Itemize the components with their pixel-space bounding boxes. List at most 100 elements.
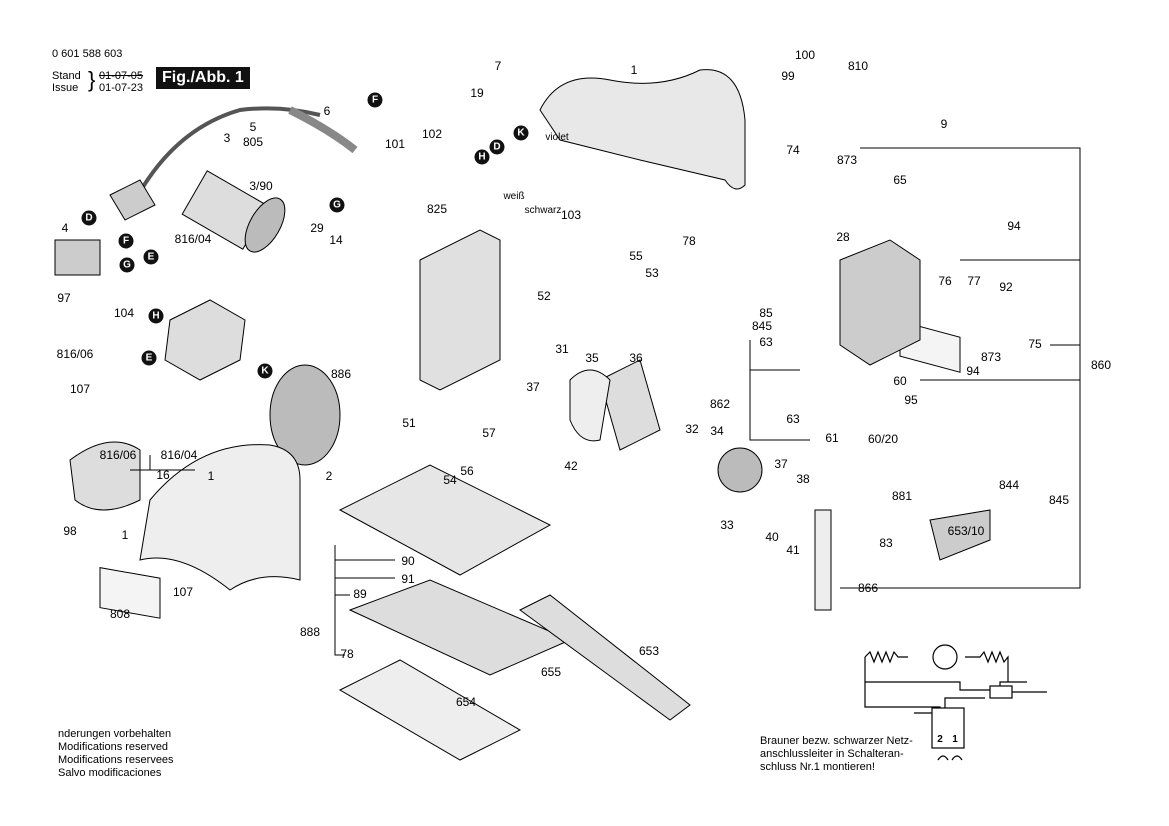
gear-housing <box>419 229 501 391</box>
plunger <box>814 509 832 611</box>
callout-label: 844 <box>998 478 1020 492</box>
base-plate <box>338 464 552 576</box>
switch-terminal-1: 1 <box>952 734 958 745</box>
callout-label: 89 <box>353 587 367 601</box>
callout-label: 825 <box>426 202 448 216</box>
callout-label: 37 <box>774 457 788 471</box>
letter-marker: E <box>143 249 159 265</box>
part-number: 0 601 588 603 <box>52 48 123 60</box>
wiring-note-line: Brauner bezw. schwarzer Netz- <box>760 735 913 747</box>
callout-label: 107 <box>172 585 194 599</box>
callout-label: 6 <box>323 104 331 118</box>
figure-label: Fig./Abb. 1 <box>156 67 250 89</box>
wiring-note: Brauner bezw. schwarzer Netz- anschlussl… <box>760 735 913 774</box>
callout-label: 32 <box>685 422 699 436</box>
callout-label: 51 <box>402 416 416 430</box>
callout-label: 95 <box>904 393 918 407</box>
callout-label: 816/06 <box>99 448 137 462</box>
footer-note: Salvo modificaciones <box>58 767 162 779</box>
wiring-note-line: schluss Nr.1 montieren! <box>760 761 875 773</box>
callout-label: 98 <box>63 524 77 538</box>
callout-label: 14 <box>329 233 343 247</box>
callout-label: 31 <box>555 342 569 356</box>
callout-label: 77 <box>967 274 981 288</box>
callout-label: 886 <box>330 367 352 381</box>
callout-label: 34 <box>710 424 724 438</box>
letter-marker: G <box>119 257 135 273</box>
housing-top <box>539 69 746 190</box>
callout-label: 653/10 <box>947 524 985 538</box>
switch-terminal-2: 2 <box>937 734 943 745</box>
bracket-16 <box>130 455 195 471</box>
footer-note: Modifications reservees <box>58 754 174 766</box>
callout-label: 38 <box>796 472 810 486</box>
brace: } <box>88 67 96 92</box>
wire-label-black: schwarz <box>524 205 562 216</box>
callout-label: 35 <box>585 351 599 365</box>
plate-36 <box>599 359 661 451</box>
bracket-888 <box>334 545 395 656</box>
letter-marker: E <box>141 350 157 366</box>
callout-label: 53 <box>645 266 659 280</box>
cord-guard <box>288 106 358 154</box>
letter-marker: H <box>474 149 490 165</box>
callout-label: 97 <box>57 291 71 305</box>
field-coil <box>269 364 341 466</box>
callout-label: 654 <box>455 695 477 709</box>
callout-label: 78 <box>340 647 354 661</box>
plug <box>109 179 156 221</box>
stand-label: Stand <box>52 70 81 82</box>
callout-label: 5 <box>249 120 257 134</box>
dust-tube <box>519 594 691 721</box>
callout-label: 816/06 <box>56 347 94 361</box>
callout-label: 4 <box>61 221 69 235</box>
wire-label-white: weiß <box>503 191 525 202</box>
callout-label: 808 <box>109 607 131 621</box>
callout-label: 60/20 <box>867 432 899 446</box>
callout-label: 78 <box>682 234 696 248</box>
callout-label: 94 <box>966 364 980 378</box>
callout-label: 3 <box>223 131 231 145</box>
letter-marker: F <box>118 233 134 249</box>
callout-label: 52 <box>537 289 551 303</box>
callout-label: 92 <box>999 280 1013 294</box>
callout-label: 845 <box>1048 493 1070 507</box>
callout-label: 41 <box>786 543 800 557</box>
callout-label: 866 <box>857 581 879 595</box>
motor-cap <box>69 441 141 511</box>
callout-label: 845 <box>751 319 773 333</box>
callout-label: 74 <box>786 143 800 157</box>
callout-label: 56 <box>460 464 474 478</box>
callout-label: 1 <box>207 469 215 483</box>
wiring-diagram <box>864 644 1047 761</box>
callout-label: 100 <box>794 48 816 62</box>
letter-marker: D <box>489 139 505 155</box>
issue-date: 01-07-23 <box>99 82 144 94</box>
callout-label: 7 <box>494 59 502 73</box>
callout-label: 42 <box>564 459 578 473</box>
callout-label: 33 <box>720 518 734 532</box>
callout-label: 65 <box>893 173 907 187</box>
housing-half <box>139 444 301 591</box>
fan <box>244 197 286 253</box>
footer-note: nderungen vorbehalten <box>58 728 172 740</box>
letter-marker: G <box>329 197 345 213</box>
callout-label: 816/04 <box>174 232 212 246</box>
callout-label: 54 <box>443 473 457 487</box>
switch <box>54 239 101 276</box>
guard-653-10 <box>929 509 991 561</box>
brush-holder <box>164 299 246 381</box>
callout-label: 90 <box>401 554 415 568</box>
callout-label: 75 <box>1028 337 1042 351</box>
callout-label: 810 <box>847 59 869 73</box>
callout-label: 653 <box>638 644 660 658</box>
callout-label: 102 <box>421 127 443 141</box>
letter-marker: F <box>367 92 383 108</box>
callout-label: 873 <box>980 350 1002 364</box>
bracket-860 <box>840 147 1081 589</box>
letter-marker: K <box>257 363 273 379</box>
callout-label: 9 <box>940 117 948 131</box>
shoe <box>348 579 572 676</box>
callout-label: 103 <box>560 208 582 222</box>
